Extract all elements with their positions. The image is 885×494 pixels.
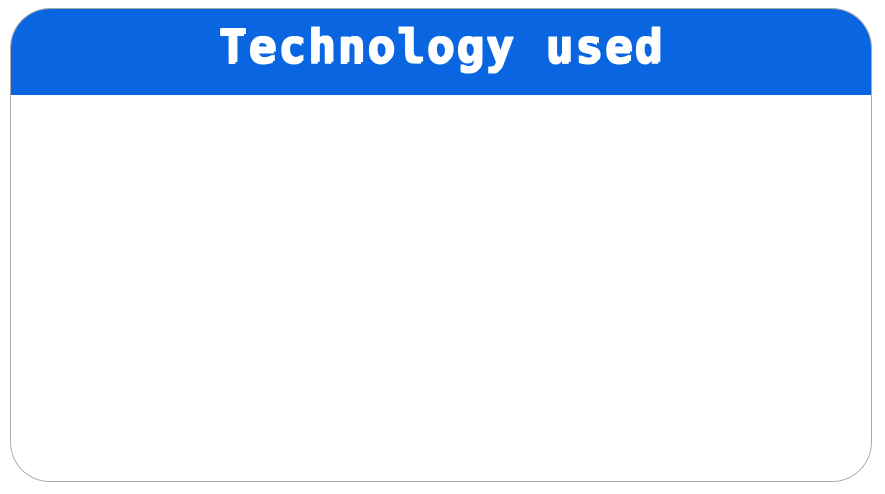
card-title: Technology used — [218, 19, 664, 73]
card-body — [11, 95, 871, 481]
technology-card: Technology used — [10, 8, 872, 482]
card-header: Technology used — [11, 9, 871, 95]
